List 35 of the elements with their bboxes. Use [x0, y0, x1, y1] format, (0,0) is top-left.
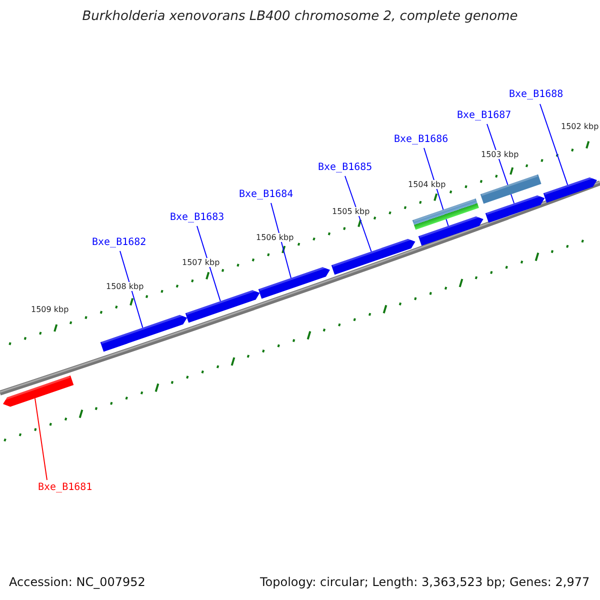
- leader-line: [270, 202, 292, 279]
- gene-label: Bxe_B1682: [92, 237, 146, 248]
- gene-feature: [331, 237, 416, 275]
- gene-label: Bxe_B1685: [318, 162, 372, 173]
- tick-label: 1509 kbp: [31, 305, 69, 314]
- gene-feature: [258, 266, 330, 299]
- leader-line: [540, 104, 568, 186]
- tick-label: 1506 kbp: [256, 233, 294, 242]
- gene-feature: [185, 288, 260, 323]
- gene-label: Bxe_B1681: [38, 482, 92, 493]
- feature-bar: [412, 198, 479, 230]
- gene-label: Bxe_B1686: [394, 134, 448, 145]
- gene-feature: [543, 176, 597, 203]
- tick-label: 1502 kbp: [561, 122, 599, 131]
- gene-label: Bxe_B1683: [170, 212, 224, 223]
- tick-label: 1504 kbp: [408, 180, 446, 189]
- gene-label: Bxe_B1688: [509, 89, 564, 100]
- leader-line: [196, 226, 221, 302]
- feature-bar: [480, 174, 542, 204]
- footer-text: Topology: circular; Length: 3,363,523 bp; Genes: 2,977: [260, 575, 590, 589]
- footer-text: Accession: NC_007952: [9, 575, 146, 589]
- leader-line: [34, 398, 48, 480]
- gene-label: Bxe_B1684: [239, 189, 294, 200]
- tick-label: 1507 kbp: [182, 258, 220, 267]
- tick-label: 1505 kbp: [332, 207, 370, 216]
- tick-label: 1503 kbp: [481, 150, 519, 159]
- leader-line: [344, 176, 372, 252]
- gene-label: Bxe_B1687: [457, 110, 512, 121]
- tick-label: 1508 kbp: [106, 282, 144, 291]
- gene-feature: [485, 194, 545, 223]
- gene-feature: [418, 214, 484, 246]
- title: Burkholderia xenovorans LB400 chromosome 2, complete genome: [81, 9, 519, 24]
- gene-feature: [100, 313, 188, 352]
- leader-line: [120, 250, 144, 328]
- gene-feature: [2, 376, 74, 407]
